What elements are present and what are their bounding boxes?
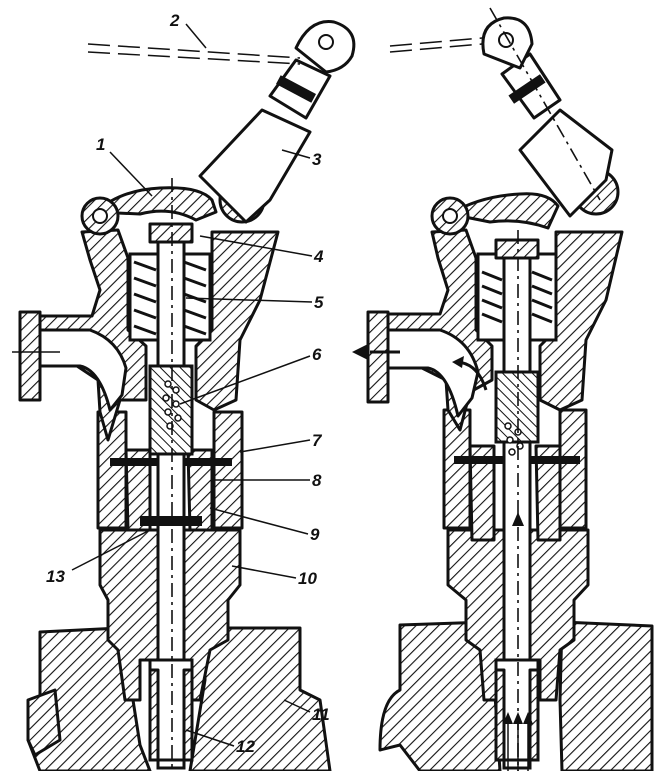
stem-head-r xyxy=(494,238,540,260)
label-11: 11 xyxy=(312,705,330,724)
perforation-holes-left xyxy=(162,380,182,430)
lever-arm-left xyxy=(198,108,312,224)
union-nut-right-r xyxy=(558,408,588,530)
lever-cam-left xyxy=(94,186,218,222)
lever-cam-r xyxy=(448,192,560,230)
spring-coils-r xyxy=(481,270,553,324)
cable-axis-r xyxy=(489,7,601,201)
base-flange-left-r xyxy=(378,620,502,771)
perforation-holes-r xyxy=(504,422,524,456)
label-13: 13 xyxy=(46,567,65,586)
outlet-channel xyxy=(38,328,128,412)
lever-band-r xyxy=(508,74,546,104)
label-6: 6 xyxy=(312,345,322,364)
control-cable xyxy=(87,37,483,65)
lever-band-left xyxy=(275,75,317,103)
base-flange-right-r xyxy=(558,620,654,771)
outlet-channel-r xyxy=(386,328,480,418)
part-labels: 1 2 3 4 5 6 7 8 9 10 11 12 13 xyxy=(46,11,330,756)
seal-right-r xyxy=(534,444,562,542)
union-nut-right xyxy=(212,410,244,530)
base-flange-right xyxy=(188,626,332,771)
lever-arm-r xyxy=(518,108,614,218)
label-10: 10 xyxy=(298,569,317,588)
label-5: 5 xyxy=(314,293,324,312)
outlet-pipe-r xyxy=(366,310,390,404)
label-2: 2 xyxy=(169,11,180,30)
left-view-valve-closed xyxy=(12,20,356,771)
nozzle-hatch-left xyxy=(148,668,160,762)
label-9: 9 xyxy=(310,525,320,544)
label-8: 8 xyxy=(312,471,322,490)
label-4: 4 xyxy=(313,247,324,266)
leader-lines xyxy=(71,23,313,747)
seal-right xyxy=(186,448,214,532)
valve-seat-left xyxy=(140,516,202,526)
base-lip xyxy=(26,688,62,757)
right-view-valve-open xyxy=(352,7,654,771)
label-7: 7 xyxy=(312,431,323,450)
seal-left-r xyxy=(468,444,496,542)
outlet-flow-arrow xyxy=(352,344,488,391)
label-1: 1 xyxy=(96,135,105,154)
nozzle-hatch-right xyxy=(182,668,194,762)
label-12: 12 xyxy=(236,737,255,756)
outlet-pipe xyxy=(18,310,42,402)
stem-head-left xyxy=(148,222,194,244)
label-3: 3 xyxy=(312,150,322,169)
